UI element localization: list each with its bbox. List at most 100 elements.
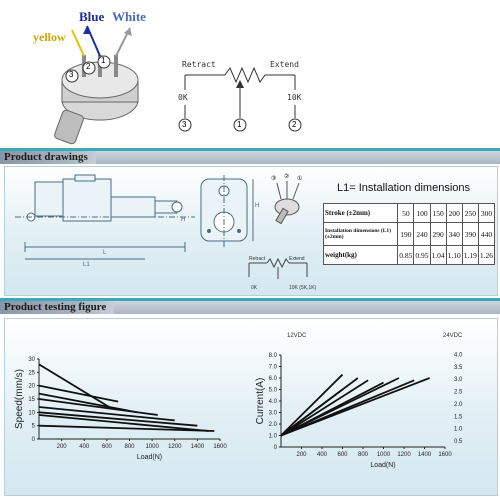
y-tick-label: 5.0: [269, 388, 278, 394]
y-tick-label: 25: [28, 370, 35, 376]
series-line: [38, 384, 119, 403]
x-tick-label: 1200: [397, 452, 411, 458]
pin-1-label: 1: [101, 56, 106, 65]
small-schematic: [248, 257, 308, 279]
product-drawings-title: Product drawings: [0, 151, 96, 164]
y-right-tick-label: 3.0: [454, 377, 463, 383]
y-tick-label: 7.0: [269, 365, 278, 371]
x-tick-label: 1400: [191, 444, 205, 450]
series-line: [38, 411, 198, 427]
install-cell: 190: [397, 222, 415, 246]
x-tick-label: 200: [57, 444, 68, 450]
product-testing-title: Product testing figure: [0, 301, 115, 314]
extend-label: Extend: [270, 60, 299, 69]
dim-h2: H: [255, 203, 260, 209]
series-line: [280, 388, 344, 437]
weight-cell: 1.10: [445, 245, 463, 265]
pin-2-label: 2: [86, 62, 91, 71]
pot-pin-3: 3: [182, 120, 187, 129]
weight-cell: 1.19: [461, 245, 479, 265]
small-pot-drawing: [274, 181, 300, 225]
yellow-wire-label: yellow: [33, 30, 66, 44]
weight-cell: 1.04: [429, 245, 447, 265]
series-line: [280, 373, 344, 437]
installation-dimensions-title: L1= Installation dimensions: [337, 182, 470, 194]
series-line: [38, 414, 209, 432]
series-line: [280, 377, 430, 437]
unit-12vdc: 12VDC: [287, 333, 307, 339]
banner-bar: [0, 151, 500, 164]
right-resistance-label: 10K: [287, 93, 302, 102]
x-tick-label: 1600: [213, 444, 227, 450]
install-cell: 240: [413, 222, 431, 246]
y-tick-label: 1.0: [269, 434, 278, 440]
x-tick-label: 1200: [168, 444, 182, 450]
y-tick-label: 2.0: [269, 422, 278, 428]
x-tick-label: 200: [296, 452, 307, 458]
install-header: Installation dimensions (L1)(±2mm): [322, 222, 399, 246]
stroke-cell: 300: [477, 203, 496, 223]
series-line: [280, 379, 369, 437]
y-tick-label: 8.0: [269, 353, 278, 359]
product-testing-banner: Product testing figure: [0, 298, 500, 314]
series-line: [280, 377, 400, 437]
install-cell: 390: [461, 222, 479, 246]
x-tick-label: 600: [337, 452, 348, 458]
y-tick-label: 20: [28, 384, 35, 390]
y-axis-label: Current(A): [255, 378, 266, 425]
weight-row: weight(kg) 0.85 0.95 1.04 1.10 1.19 1.26: [322, 245, 496, 265]
small-pot-pin-3: ③: [271, 176, 277, 182]
wire-photo: yellow Blue White 3 2 1: [0, 0, 175, 150]
y-axis-label: Speed(mm/s): [14, 369, 25, 429]
x-tick-label: 800: [124, 444, 135, 450]
y-tick-label: 30: [28, 357, 35, 363]
banner-bar: [0, 301, 500, 314]
white-wire-label: White: [112, 9, 146, 24]
dim-l: L: [103, 250, 107, 256]
weight-cell: 0.95: [413, 245, 431, 265]
x-tick-label: 600: [102, 444, 113, 450]
y-right-tick-label: 1.0: [454, 427, 463, 433]
y-right-tick-label: 1.5: [454, 414, 463, 420]
weight-header: weight(kg): [322, 245, 399, 265]
y-tick-label: 15: [28, 397, 35, 403]
dim-l1: L1: [83, 262, 90, 268]
pot-pin-2: 2: [292, 120, 297, 129]
x-tick-label: 1000: [377, 452, 391, 458]
y-tick-label: 10: [28, 410, 35, 416]
series-line: [38, 424, 215, 432]
y-tick-label: 0: [32, 437, 36, 443]
y-right-tick-label: 3.5: [454, 365, 463, 371]
small-pot-pin-1: ①: [297, 176, 303, 182]
y-right-tick-label: 2.5: [454, 390, 463, 396]
banner-band: [0, 298, 500, 301]
pot-pin-1: 1: [237, 120, 242, 129]
install-cell: 290: [429, 222, 447, 246]
actuator-pot-illustration: [54, 25, 139, 145]
x-axis-label: Load(N): [370, 462, 395, 469]
y-right-tick-label: 4.0: [454, 353, 463, 359]
x-tick-label: 800: [358, 452, 369, 458]
blue-wire-label: Blue: [79, 9, 105, 24]
small-10k: 10K (5K,1K): [289, 285, 317, 291]
stroke-header: Stroke (±2mm): [322, 203, 399, 223]
x-tick-label: 1000: [145, 444, 159, 450]
small-pot-pin-2: ②: [284, 174, 290, 180]
stroke-cell: 250: [461, 203, 479, 223]
weight-cell: 0.85: [397, 245, 415, 265]
y-tick-label: 4.0: [269, 399, 278, 405]
product-drawings-banner: Product drawings: [0, 148, 500, 164]
spec-table: Stroke (±2mm) 50 100 150 200 250 300 Ins…: [322, 203, 496, 265]
install-cell: 440: [477, 222, 496, 246]
stroke-cell: 50: [397, 203, 415, 223]
actuator-drawing: [15, 174, 254, 260]
pin-3-label: 3: [69, 70, 74, 79]
stroke-cell: 200: [445, 203, 463, 223]
x-tick-label: 400: [79, 444, 90, 450]
stroke-cell: 100: [413, 203, 431, 223]
small-retract: Retract: [249, 256, 266, 262]
small-0k: 0K: [251, 285, 258, 291]
